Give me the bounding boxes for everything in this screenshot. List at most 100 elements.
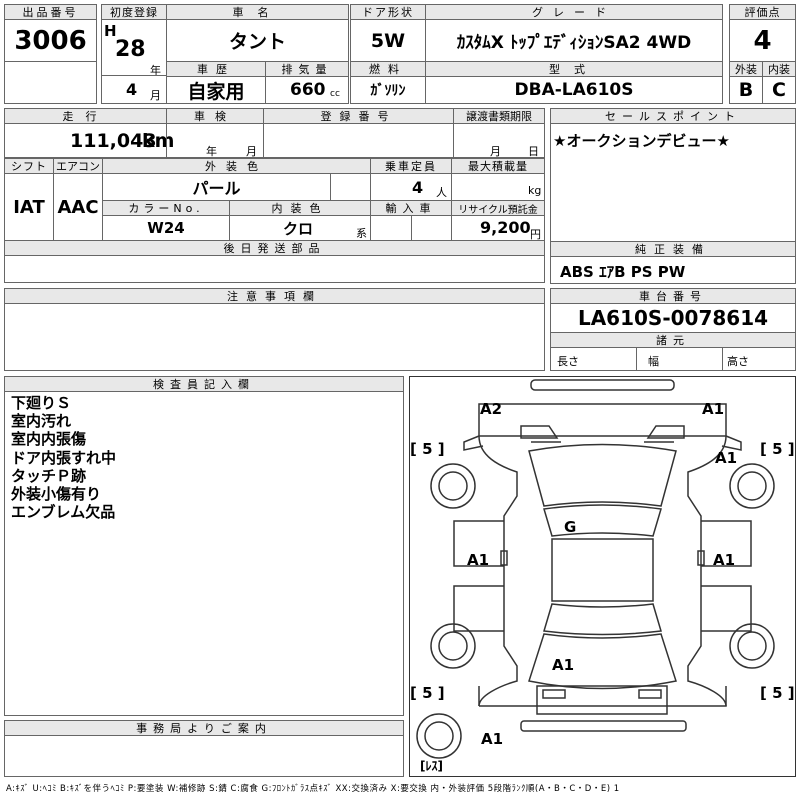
inspector-note: 室内汚れ bbox=[11, 412, 72, 431]
grade-label: グレード bbox=[425, 4, 723, 20]
door-type: 5W bbox=[370, 29, 406, 52]
width-label: 幅 bbox=[648, 355, 659, 368]
era: H bbox=[104, 22, 117, 40]
inspection-month-unit: 月 bbox=[246, 145, 257, 158]
lot-number: 3006 bbox=[14, 25, 87, 56]
inspection-label: 車検 bbox=[166, 108, 264, 124]
tire-depth-rear-left: [ 5 ] bbox=[410, 684, 445, 702]
lot-number-label: 出品番号 bbox=[4, 4, 97, 20]
import-cell-a bbox=[370, 215, 412, 241]
height-label: 高さ bbox=[727, 355, 749, 368]
interior-grade: C bbox=[772, 79, 786, 101]
exterior-color-label: 外装色 bbox=[102, 158, 371, 174]
length-label: 長さ bbox=[557, 355, 579, 368]
import-cell-b bbox=[411, 215, 452, 241]
inspector-notes-cell: 下廻りＳ 室内汚れ 室内内張傷 ドア内張すれ中 タッチＰ跡 外装小傷有り エンブ… bbox=[4, 391, 404, 716]
equipment-text: ABS ｴｱB PS PW bbox=[560, 263, 686, 281]
inspector-note: ドア内張すれ中 bbox=[11, 448, 117, 467]
chassis-number: LA610S-0078614 bbox=[577, 306, 769, 330]
capacity: 4 bbox=[412, 178, 424, 197]
plate-number-label: 登録番号 bbox=[263, 108, 454, 124]
model-name: タント bbox=[228, 31, 286, 53]
aircon-label: エアコン bbox=[53, 158, 103, 174]
fuel: ｶﾞｿﾘﾝ bbox=[370, 83, 406, 99]
inspector-note: 下廻りＳ bbox=[11, 394, 72, 412]
tire-depth-front-left: [ 5 ] bbox=[410, 440, 445, 458]
month-unit: 月 bbox=[150, 89, 161, 102]
car-diagram bbox=[416, 379, 775, 759]
shift: IAT bbox=[13, 196, 45, 218]
history-label: 車歴 bbox=[166, 61, 266, 77]
damage-mark: A1 bbox=[481, 730, 504, 748]
inspector-notes-label: 検査員記入欄 bbox=[4, 376, 404, 392]
notes-cell bbox=[4, 303, 545, 371]
office-notice-label: 事務局よりご案内 bbox=[4, 720, 404, 736]
displacement: 660 bbox=[290, 80, 326, 100]
damage-mark: A1 bbox=[552, 656, 575, 674]
exterior-grade: B bbox=[738, 79, 754, 101]
model-name-label: 車名 bbox=[166, 4, 349, 20]
damage-mark: A1 bbox=[702, 400, 725, 418]
capacity-unit: 人 bbox=[436, 186, 447, 199]
max-load-label: 最大積載量 bbox=[451, 158, 545, 174]
later-parts-label: 後日発送部品 bbox=[4, 240, 545, 256]
score: 4 bbox=[753, 25, 772, 56]
score-label: 評価点 bbox=[729, 4, 796, 20]
registration-month: 4 bbox=[126, 80, 138, 99]
interior-grade-label: 内装 bbox=[762, 61, 796, 77]
inspector-note: エンブレム欠品 bbox=[11, 503, 116, 522]
inspection-year-unit: 年 bbox=[206, 145, 217, 158]
damage-mark: A1 bbox=[715, 449, 738, 467]
damage-mark: G bbox=[564, 518, 577, 536]
mileage-label: 走行 bbox=[4, 108, 167, 124]
model-type-cell bbox=[425, 76, 723, 104]
car-diagram-panel bbox=[409, 376, 796, 777]
transfer-deadline-label: 譲渡書類期限 bbox=[453, 108, 545, 124]
sales-point-text: ★オークションデビュー★ bbox=[553, 132, 730, 150]
grade: ｶｽﾀﾑX ﾄｯﾌﾟｴﾃﾞｨｼｮﾝSA2 4WD bbox=[456, 33, 692, 53]
import-label: 輸入車 bbox=[370, 200, 452, 216]
inspector-notes-list: 下廻りＳ 室内汚れ 室内内張傷 ドア内張すれ中 タッチＰ跡 外装小傷有り エンブ… bbox=[11, 394, 116, 521]
inspector-note: 室内内張傷 bbox=[11, 430, 87, 449]
model-type: DBA-LA610S bbox=[514, 80, 634, 100]
notes-label: 注意事項欄 bbox=[4, 288, 545, 304]
recycle-fee: 9,200 bbox=[480, 218, 531, 237]
displacement-unit: cc bbox=[330, 89, 340, 99]
recycle-fee-unit: 円 bbox=[530, 228, 541, 241]
chassis-number-label: 車台番号 bbox=[550, 288, 796, 304]
height-cell bbox=[722, 347, 796, 371]
damage-mark: A1 bbox=[713, 551, 736, 569]
exterior-color: パール bbox=[192, 179, 241, 198]
capacity-label: 乗車定員 bbox=[370, 158, 452, 174]
shift-label: シフト bbox=[4, 158, 54, 174]
model-type-label: 型式 bbox=[425, 61, 723, 77]
color-number-label: カラーNo. bbox=[102, 200, 230, 216]
displacement-cell bbox=[265, 76, 349, 104]
specs-label: 諸元 bbox=[550, 332, 796, 348]
transfer-day-unit: 日 bbox=[528, 145, 539, 158]
sales-point-label: セールスポイント bbox=[550, 108, 796, 124]
later-parts-cell bbox=[4, 255, 545, 283]
equipment-cell bbox=[550, 256, 796, 284]
transfer-month-unit: 月 bbox=[490, 145, 501, 158]
mileage: 111,043 bbox=[70, 130, 157, 152]
tire-depth-front-right: [ 5 ] bbox=[760, 440, 795, 458]
registration-year: 28 bbox=[115, 37, 146, 62]
interior-color: クロ bbox=[283, 220, 314, 238]
history: 自家用 bbox=[187, 80, 245, 103]
first-registration-divider bbox=[101, 75, 167, 76]
lot-number-blank bbox=[4, 61, 97, 104]
damage-mark: A1 bbox=[467, 551, 490, 569]
damage-mark: A2 bbox=[480, 400, 503, 418]
inspector-note: タッチＰ跡 bbox=[11, 466, 87, 485]
inspector-note: 外装小傷有り bbox=[11, 485, 102, 504]
max-load-unit: kg bbox=[528, 184, 542, 197]
top-section bbox=[4, 4, 796, 104]
first-registration-label: 初度登録 bbox=[101, 4, 167, 20]
exterior-color-extra bbox=[330, 173, 371, 201]
tire-depth-rear-right: [ 5 ] bbox=[760, 684, 795, 702]
year-unit: 年 bbox=[150, 64, 161, 77]
interior-grade-cell bbox=[762, 76, 796, 104]
door-type-label: ドア形状 bbox=[350, 4, 426, 20]
plate-number-cell bbox=[263, 123, 454, 158]
